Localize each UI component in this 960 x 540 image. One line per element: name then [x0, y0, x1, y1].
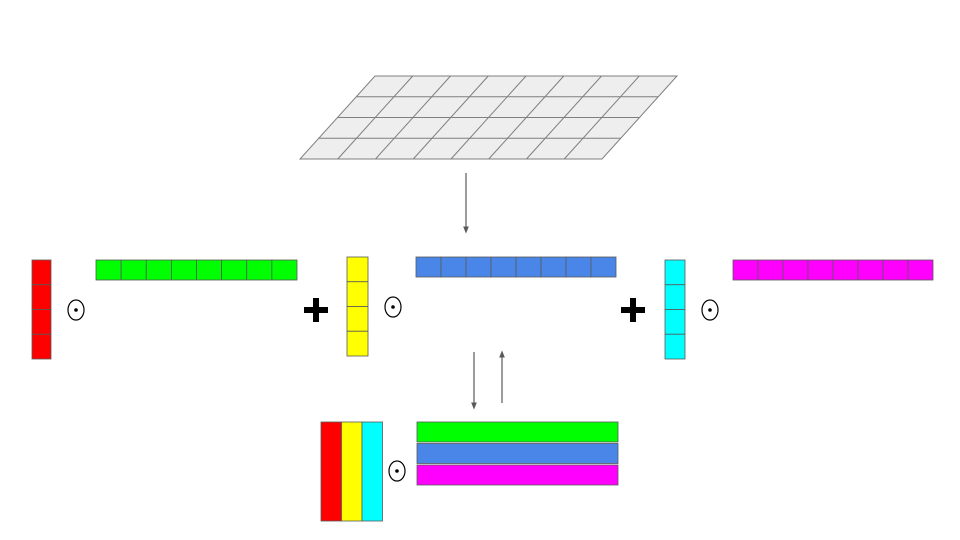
green-row-vector — [95, 259, 298, 281]
red-column-cell — [31, 309, 52, 335]
odot-icon — [384, 296, 402, 318]
magenta-row-block — [416, 464, 619, 486]
plus-icon — [304, 298, 328, 322]
magenta-row-cell — [882, 259, 909, 281]
magenta-row-cell — [757, 259, 784, 281]
odot-icon — [67, 299, 85, 321]
magenta-row-cell — [782, 259, 809, 281]
cyan-column-cell — [664, 284, 686, 310]
green-row-block — [416, 421, 619, 443]
cyan-column-cell — [664, 309, 686, 335]
combined-row-matrix — [416, 421, 619, 486]
tensor-grid-col-line — [375, 75, 451, 160]
blue-row-cell — [415, 256, 442, 278]
cyan-column-vector — [664, 259, 686, 360]
yellow-column-cell — [346, 330, 369, 357]
red-column-block — [320, 421, 342, 522]
tensor-grid-col-line — [450, 75, 527, 160]
blue-row-cell — [440, 256, 467, 278]
tensor-grid-col-line — [488, 75, 565, 160]
blue-row-cell — [590, 256, 617, 278]
yellow-column-cell — [346, 256, 369, 283]
green-row-cell — [145, 259, 172, 281]
tensor-grid — [298, 75, 679, 160]
combined-factor-matrices — [320, 421, 619, 522]
red-column-cell — [31, 259, 52, 286]
blue-row-block — [416, 443, 619, 464]
green-row-cell — [170, 259, 197, 281]
blue-row-cell — [565, 256, 592, 278]
red-column-cell — [31, 284, 52, 310]
red-column-vector — [31, 259, 52, 360]
magenta-row-vector — [732, 259, 934, 281]
green-row-cell — [196, 259, 223, 281]
yellow-column-block — [341, 421, 363, 522]
plus-icon — [621, 298, 645, 322]
cyan-column-cell — [664, 259, 686, 286]
tensor-grid-col-line — [412, 75, 489, 160]
green-row-cell — [120, 259, 147, 281]
magenta-row-cell — [807, 259, 834, 281]
blue-row-vector — [415, 256, 617, 278]
blue-row-cell — [490, 256, 517, 278]
rank1-term-yellow-blue — [346, 256, 617, 357]
yellow-column-vector — [346, 256, 369, 357]
odot-icon — [701, 299, 719, 321]
tensor-grid-col-line — [337, 75, 414, 160]
green-row-cell — [95, 259, 122, 281]
magenta-row-cell — [832, 259, 859, 281]
combined-column-matrix — [320, 421, 383, 522]
magenta-row-cell — [857, 259, 884, 281]
cyan-column-cell — [664, 333, 686, 360]
blue-row-cell — [465, 256, 492, 278]
green-row-cell — [221, 259, 248, 281]
blue-row-cell — [515, 256, 542, 278]
red-column-cell — [31, 333, 52, 360]
tensor-grid-col-line — [563, 75, 640, 160]
rank1-term-red-green — [31, 259, 298, 360]
green-row-cell — [271, 259, 298, 281]
yellow-column-cell — [346, 281, 369, 307]
tensor-grid-col-line — [526, 75, 602, 160]
magenta-row-cell — [907, 259, 934, 281]
magenta-row-cell — [732, 259, 759, 281]
yellow-column-cell — [346, 306, 369, 332]
green-row-cell — [246, 259, 273, 281]
odot-icon — [388, 460, 406, 482]
cyan-column-block — [361, 421, 383, 522]
blue-row-cell — [540, 256, 567, 278]
rank1-term-cyan-magenta — [664, 259, 934, 360]
